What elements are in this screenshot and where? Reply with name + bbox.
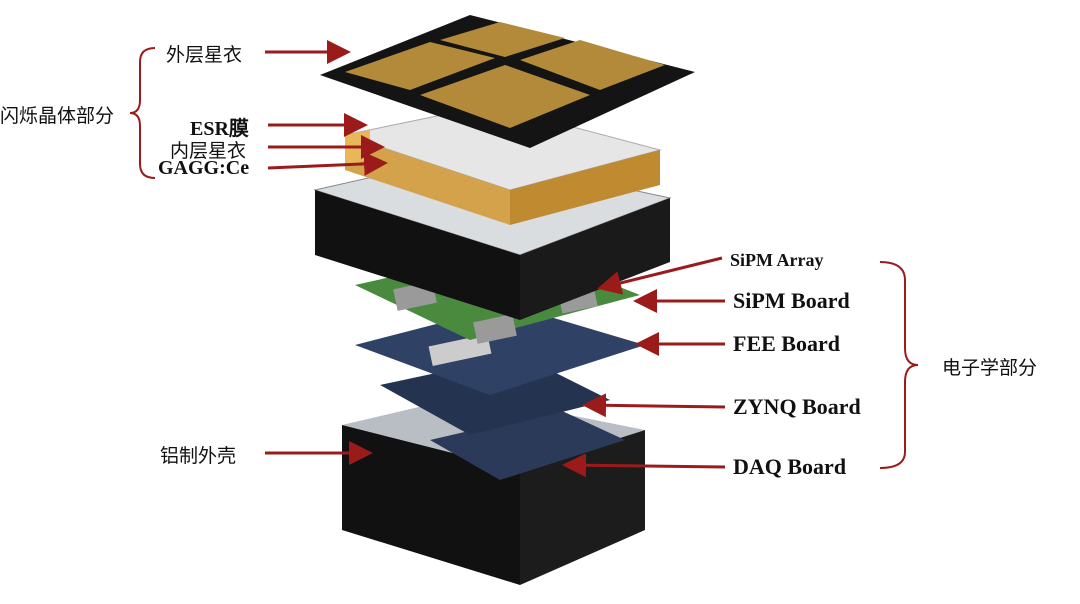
- label-sipm-board: SiPM Board: [733, 288, 850, 313]
- left-bracket: [129, 47, 156, 179]
- arrows: [265, 40, 726, 478]
- label-shell: 铝制外壳: [160, 445, 237, 467]
- outer-coat-frame: [320, 15, 695, 148]
- right-bracket: [879, 261, 919, 469]
- label-crystal: GAGG:Ce: [158, 157, 250, 179]
- scintillator-section-title: 闪烁晶体部分: [0, 105, 115, 127]
- label-fee-board: FEE Board: [733, 331, 840, 356]
- daq-board: [430, 410, 625, 480]
- label-zynq-board: ZYNQ Board: [733, 394, 861, 419]
- label-outer-coat: 外层星衣: [166, 44, 243, 66]
- label-inner-coat: 内层星衣: [170, 140, 247, 162]
- label-sipm-array: SiPM Array: [730, 250, 824, 270]
- label-esr-film: ESR膜: [190, 118, 249, 140]
- label-daq-board: DAQ Board: [733, 454, 847, 479]
- electronics-section-title: 电子学部分: [942, 357, 1038, 379]
- fee-board: [355, 305, 645, 395]
